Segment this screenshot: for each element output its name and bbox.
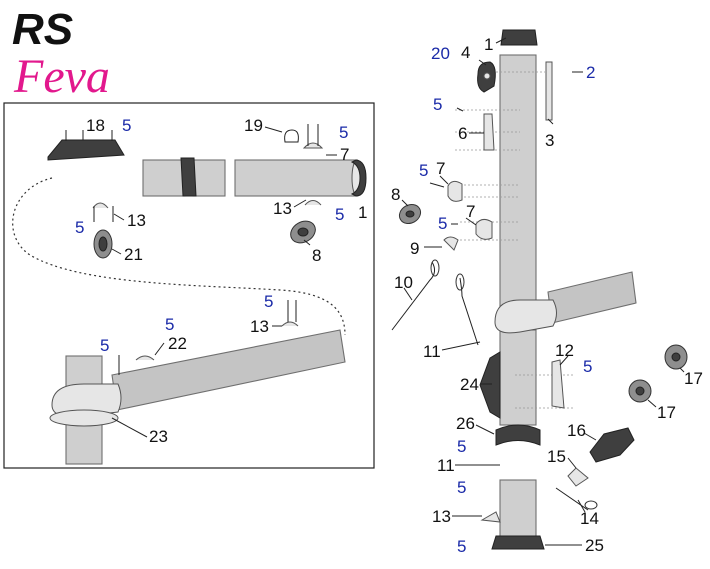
callout-16: 16: [567, 421, 586, 440]
logo-model: Feva: [13, 50, 110, 103]
callout-7: 7: [340, 145, 349, 164]
callout-5: 5: [583, 357, 592, 376]
callout-8: 8: [312, 246, 321, 265]
boom-right: [547, 271, 637, 324]
callout-25: 25: [585, 536, 604, 555]
thimble-9-icon: [443, 236, 459, 251]
callout-9: 9: [410, 239, 419, 258]
plate-16-icon: [589, 427, 635, 463]
callout-6: 6: [458, 124, 467, 143]
mast-collar-26-icon: [495, 424, 541, 446]
callout-17: 17: [657, 403, 676, 422]
callout-5: 5: [457, 478, 466, 497]
mast-upper-tube: [499, 54, 537, 311]
main-mast: [491, 29, 637, 550]
callout-5: 5: [335, 205, 344, 224]
callout-17: 17: [684, 369, 703, 388]
fairlead-6-icon: [483, 113, 495, 151]
callout-3: 3: [545, 131, 554, 150]
cleat-18-icon: [47, 139, 125, 161]
mast-middle-tube: [499, 329, 537, 426]
callout-5: 5: [339, 123, 348, 142]
callout-5: 5: [100, 336, 109, 355]
callout-5: 5: [433, 95, 442, 114]
track-3-icon: [545, 61, 553, 121]
callout-18: 18: [86, 116, 105, 135]
callout-1: 1: [358, 203, 367, 222]
strap-22-icon: [135, 355, 155, 361]
mast-base-25-icon: [491, 535, 545, 550]
detail-inset-box: [3, 102, 375, 469]
strap-24-icon: [479, 351, 501, 419]
callout-15: 15: [547, 447, 566, 466]
rs-feva-logo: RS Feva: [12, 5, 110, 103]
inset-mast-lower: [49, 329, 346, 465]
callout-7: 7: [436, 159, 445, 178]
callout-5: 5: [419, 161, 428, 180]
callout-2: 2: [586, 63, 595, 82]
boom-segment: [192, 159, 226, 197]
callout-4: 4: [461, 43, 470, 62]
link-15-icon: [567, 467, 589, 487]
callout-1: 1: [484, 35, 493, 54]
callout-13: 13: [432, 507, 451, 526]
eye-strap-7-icon: [302, 142, 324, 149]
callout-23: 23: [149, 427, 168, 446]
boom-band: [180, 157, 197, 197]
callout-14: 14: [580, 509, 599, 528]
callout-20: 20: [431, 44, 450, 63]
shackle-19-icon: [284, 129, 299, 143]
stay-10-a-icon: [391, 261, 436, 331]
callout-11: 11: [423, 342, 441, 361]
strap-13-icon: [304, 200, 322, 206]
strap-13-icon: [281, 321, 299, 327]
callout-24: 24: [460, 375, 479, 394]
bracket-12-icon: [551, 359, 565, 409]
callout-5: 5: [75, 218, 84, 237]
boom-segment: [142, 159, 186, 197]
callout-19: 19: [244, 116, 263, 135]
callout-5: 5: [165, 315, 174, 334]
mast-lower-tube: [499, 479, 537, 543]
leader-lines: [82, 37, 685, 546]
callout-5: 5: [122, 116, 131, 135]
callout-5: 5: [264, 292, 273, 311]
callouts-right: 1 4 20 2 5 6 3 5 7 8 5 7 9 10 11 12 5 24…: [391, 35, 703, 556]
callout-13: 13: [127, 211, 146, 230]
boom-end-cap-icon: [350, 159, 367, 197]
eye-7-b-icon: [475, 218, 493, 240]
callout-5: 5: [457, 537, 466, 556]
block-sheave: [297, 227, 309, 237]
callout-11: 11: [437, 456, 455, 475]
callout-5: 5: [457, 437, 466, 456]
callout-13: 13: [273, 199, 292, 218]
block-sheave: [98, 236, 108, 252]
strap-13-icon: [92, 202, 109, 209]
callout-8: 8: [391, 185, 400, 204]
callout-10: 10: [394, 273, 413, 292]
callout-26: 26: [456, 414, 475, 433]
mast-top-cap-1-icon: [500, 29, 538, 46]
boom-guide-dotted-line: [12, 177, 346, 336]
inset-boom-upper: [142, 157, 367, 197]
gooseneck-collar: [49, 409, 119, 427]
boom-segment: [234, 159, 358, 197]
callout-13: 13: [250, 317, 269, 336]
callout-5: 5: [438, 214, 447, 233]
eye-7-a-icon: [447, 180, 463, 202]
shackle-14-icon: [555, 487, 589, 511]
callout-12: 12: [555, 341, 574, 360]
callout-22: 22: [168, 334, 187, 353]
callouts-inset: 18 5 19 5 7 13 5 1 5 13 21 8 5 13 5 5 22…: [75, 116, 367, 446]
boom-lower: [111, 329, 346, 411]
logo-brand: RS: [12, 5, 73, 54]
gooseneck-11-icon: [494, 299, 557, 334]
callout-7: 7: [466, 202, 475, 221]
strap-13-right-icon: [480, 511, 501, 523]
callout-21: 21: [124, 245, 143, 264]
